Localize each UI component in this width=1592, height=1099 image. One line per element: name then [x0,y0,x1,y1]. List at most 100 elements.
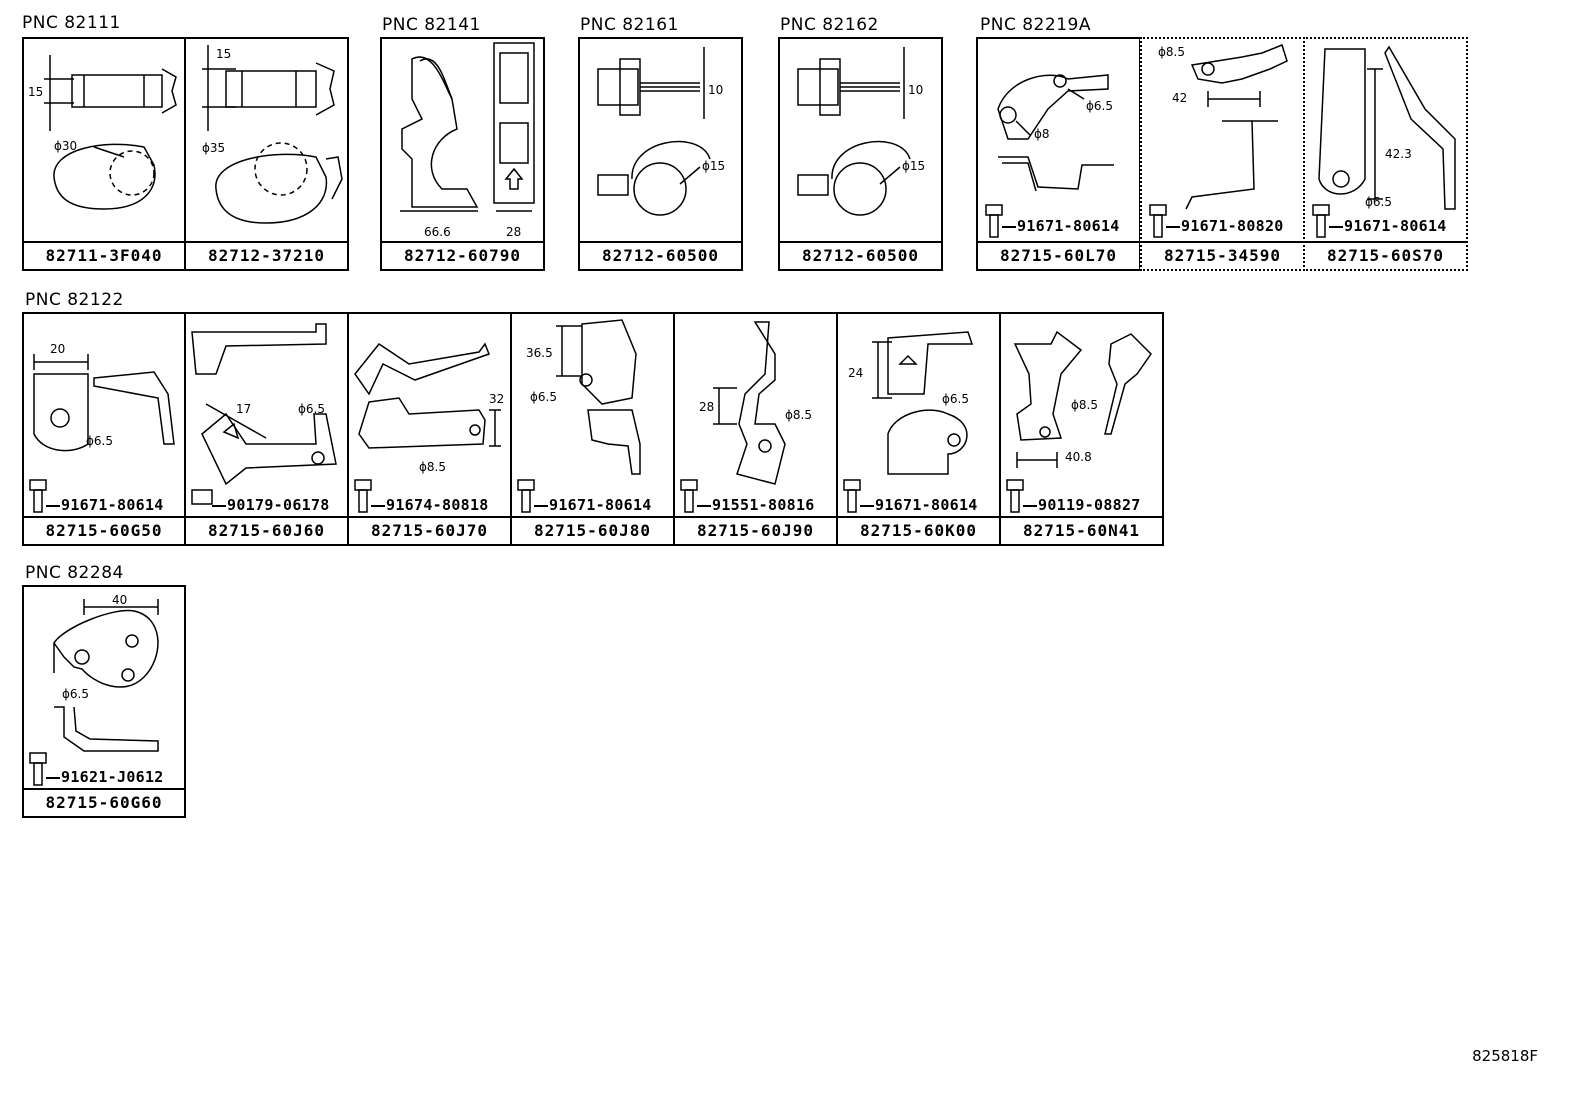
bolt-number[interactable]: 90179-06178 [212,496,330,514]
part-number[interactable]: 82715-60J60 [186,516,347,544]
dim-width: 28 [506,225,522,239]
dim-hole: ϕ6.5 [62,687,89,701]
dim-hole: ϕ6.5 [942,392,969,406]
part-number[interactable]: 82715-60G60 [24,788,184,816]
bolt-icon [29,479,47,513]
dim-hole: ϕ6.5 [298,402,325,416]
bolt-icon [1312,204,1330,238]
dim-length: 40.8 [1065,450,1092,464]
bracket-drawing [556,319,641,475]
dim-diameter: ϕ35 [202,141,226,155]
dim-hole: ϕ6.5 [530,390,557,404]
bolt-icon [354,479,372,513]
part-number[interactable]: 82715-60J70 [349,516,510,544]
bolt-icon [1006,479,1024,513]
bolt-number[interactable]: 91671-80614 [1329,217,1447,235]
part-number[interactable]: 82712-60500 [580,241,741,269]
part-number[interactable]: 82715-60J90 [675,516,836,544]
bracket-drawing [1318,45,1456,210]
pnc-label-82161: PNC 82161 [580,15,679,35]
part-number[interactable]: 82715-60S70 [1305,241,1466,269]
bracket-drawing [354,342,501,449]
part-number[interactable]: 82715-34590 [1142,241,1303,269]
part-cell-82712-60500-b[interactable]: 10 ϕ15 82712-60500 [778,37,943,271]
dim-length: 42.3 [1385,147,1412,161]
part-number[interactable]: 82712-37210 [186,241,347,269]
dim-hole: ϕ6.5 [86,434,113,448]
clamp-drawing [202,45,343,224]
part-cell-82715-60k00[interactable]: 24 ϕ6.5 91671-80614 82715-60K00 [836,312,1001,546]
bolt-number[interactable]: 91671-80614 [1002,217,1120,235]
part-number[interactable]: 82715-60L70 [978,241,1139,269]
dim-height: 15 [216,47,232,61]
part-cell-82715-60n41[interactable]: ϕ8.5 40.8 90119-08827 82715-60N41 [999,312,1164,546]
bolt-number[interactable]: 91671-80820 [1166,217,1284,235]
dim-diameter: ϕ15 [702,159,726,173]
bolt-number[interactable]: 91671-80614 [860,496,978,514]
part-number[interactable]: 82715-60K00 [838,516,999,544]
part-number[interactable]: 82712-60790 [382,241,543,269]
part-cell-82712-60790[interactable]: 66.6 28 82712-60790 [380,37,545,271]
part-cell-82715-60j60[interactable]: 17 ϕ6.5 90179-06178 82715-60J60 [184,312,349,546]
bracket-drawing [33,354,175,452]
pnc-label-82111: PNC 82111 [22,13,121,33]
dim-height: 10 [908,83,924,97]
nut-icon [191,489,213,505]
dim-height: 28 [699,400,715,414]
dim-width: 20 [50,342,66,356]
part-cell-82715-60j80[interactable]: 36.5 ϕ6.5 91671-80614 82715-60J80 [510,312,675,546]
bolt-icon [517,479,535,513]
dim-hole: ϕ6.5 [1086,99,1113,113]
part-cell-82715-60j90[interactable]: 28 ϕ8.5 91551-80816 82715-60J90 [673,312,838,546]
dim-hole: ϕ8.5 [419,460,446,474]
part-cell-82715-60g60[interactable]: 40 ϕ6.5 91621-J0612 82715-60G60 [22,585,186,818]
dim-hole: ϕ6.5 [1365,195,1392,209]
dim-diameter: ϕ15 [902,159,926,173]
bracket-drawing [872,331,974,475]
pnc-label-82219a: PNC 82219A [980,15,1091,35]
part-cell-82715-60l70[interactable]: ϕ6.5 ϕ8 91671-80614 82715-60L70 [976,37,1141,271]
pnc-label-82141: PNC 82141 [382,15,481,35]
part-cell-82715-60j70[interactable]: 32 ϕ8.5 91674-80818 82715-60J70 [347,312,512,546]
bracket-drawing [997,74,1114,192]
part-number[interactable]: 82711-3F040 [24,241,184,269]
dim-height: 10 [708,83,724,97]
part-number[interactable]: 82712-60500 [780,241,941,269]
bolt-number[interactable]: 91674-80818 [371,496,489,514]
dim-height: 15 [28,85,44,99]
bracket-drawing [53,599,159,752]
bolt-number[interactable]: 90119-08827 [1023,496,1141,514]
part-number[interactable]: 82715-60J80 [512,516,673,544]
clamp-drawing [400,42,535,212]
pnc-label-82122: PNC 82122 [25,290,124,310]
pnc-label-82284: PNC 82284 [25,563,124,583]
dim-hole: ϕ8.5 [1158,45,1185,59]
part-number[interactable]: 82715-60N41 [1001,516,1162,544]
bracket-drawing [713,321,786,485]
bracket-drawing [1185,44,1288,210]
part-cell-82711-3f040[interactable]: 15 ϕ30 82711-3F040 [22,37,186,271]
bolt-number[interactable]: 91621-J0612 [46,768,164,786]
dim-height: 24 [848,366,864,380]
bolt-number[interactable]: 91671-80614 [46,496,164,514]
bolt-icon [843,479,861,513]
bolt-number[interactable]: 91671-80614 [534,496,652,514]
clamp-drawing [797,47,911,216]
clamp-drawing [597,47,711,216]
part-cell-82715-60s70[interactable]: 42.3 ϕ6.5 91671-80614 82715-60S70 [1303,37,1468,271]
figure-reference: 825818F [1472,1047,1538,1065]
part-cell-82712-37210[interactable]: 15 ϕ35 82712-37210 [184,37,349,271]
bolt-icon [680,479,698,513]
dim-height: 32 [489,392,505,406]
part-cell-82712-60500-a[interactable]: 10 ϕ15 82712-60500 [578,37,743,271]
dim-hole-2: ϕ8 [1034,127,1050,141]
bolt-number[interactable]: 91551-80816 [697,496,815,514]
part-cell-82715-34590[interactable]: ϕ8.5 42 91671-80820 82715-34590 [1140,37,1305,271]
part-cell-82715-60g50[interactable]: 20 ϕ6.5 91671-80614 82715-60G50 [22,312,186,546]
dim-width: 40 [112,593,128,607]
part-number[interactable]: 82715-60G50 [24,516,184,544]
dim-hole: ϕ8.5 [785,408,812,422]
dim-width: 17 [236,402,252,416]
pnc-label-82162: PNC 82162 [780,15,879,35]
dim-length: 42 [1172,91,1188,105]
